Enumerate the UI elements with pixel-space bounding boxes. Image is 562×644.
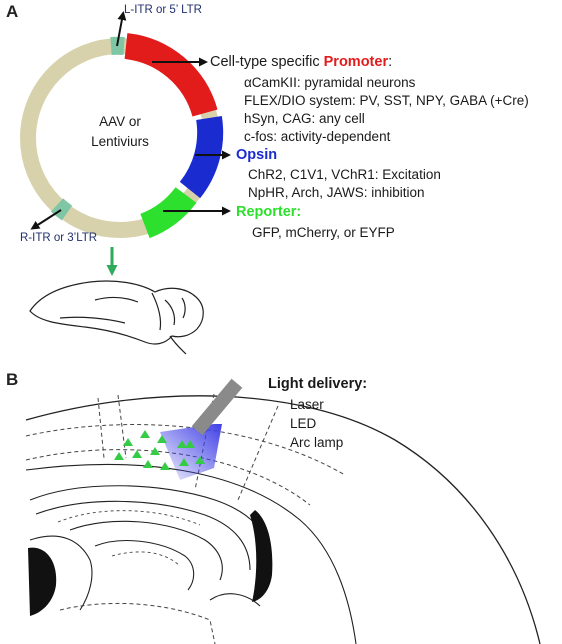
promoter-item: hSyn, CAG: any cell xyxy=(244,111,365,126)
right-itr-arrow xyxy=(30,209,62,230)
light-cone xyxy=(160,424,222,480)
neuron-cell xyxy=(140,430,150,438)
optical-fiber xyxy=(191,378,243,436)
opsin-item: NpHR, Arch, JAWS: inhibition xyxy=(248,185,425,200)
neuron-cell xyxy=(123,438,133,446)
neuron-cell xyxy=(150,447,160,455)
right-itr-marker xyxy=(50,198,73,221)
ventricle-right xyxy=(250,510,273,602)
promoter-suffix: : xyxy=(388,54,393,70)
vector-center-line-2: Lentiviurs xyxy=(91,134,149,149)
promoter-prefix: Cell-type specific xyxy=(210,54,324,70)
ventricle-left xyxy=(28,547,57,616)
promoter-heading: Cell-type specific Promoter: xyxy=(210,53,392,71)
neuron-cell xyxy=(114,452,124,460)
promoter-item: c-fos: activity-dependent xyxy=(244,129,391,144)
panel-a-label: A xyxy=(6,2,19,21)
promoter-title: Promoter xyxy=(323,54,389,70)
neuron-cell xyxy=(185,440,195,448)
reporter-item: GFP, mCherry, or EYFP xyxy=(252,225,395,240)
light-source-item: LED xyxy=(290,416,317,431)
neuron-cell xyxy=(195,456,205,464)
neuron-cell xyxy=(132,450,142,458)
promoter-item: αCamKII: pyramidal neurons xyxy=(244,75,416,90)
neuron-cell xyxy=(177,440,187,448)
lower-structure-outline xyxy=(59,602,216,644)
promoter-segment xyxy=(124,33,218,117)
left-itr-arrow xyxy=(116,11,127,47)
reporter-segment xyxy=(139,186,197,239)
light-source-item: Laser xyxy=(290,397,324,412)
vector-center-label: AAV or Lentiviurs xyxy=(60,112,180,152)
neuron-cell xyxy=(143,460,153,468)
opsin-segment xyxy=(179,115,224,199)
opsin-item: ChR2, C1V1, VChR1: Excitation xyxy=(248,167,441,182)
opsin-heading: Opsin xyxy=(236,147,278,163)
reporter-heading: Reporter: xyxy=(236,204,302,220)
cortex-outer-surface xyxy=(25,395,541,644)
cortex-inner-boundary xyxy=(25,463,357,644)
neuron-cell xyxy=(160,462,170,470)
neuron-cell xyxy=(157,435,167,443)
neuron-cell xyxy=(179,458,189,466)
right-itr-label: R-ITR or 3’LTR xyxy=(20,232,98,244)
left-itr-label: L-ITR or 5’ LTR xyxy=(124,4,202,16)
light-source-item: Arc lamp xyxy=(290,435,344,450)
vector-center-line-1: AAV or xyxy=(99,114,141,129)
panel-b-label: B xyxy=(6,370,19,389)
hippocampus-inner-dashes xyxy=(57,510,201,567)
promoter-item: FLEX/DIO system: PV, SST, NPY, GABA (+Cr… xyxy=(244,93,529,108)
light-delivery-title: Light delivery: xyxy=(268,376,368,392)
sagittal-brain-outline xyxy=(29,280,204,355)
